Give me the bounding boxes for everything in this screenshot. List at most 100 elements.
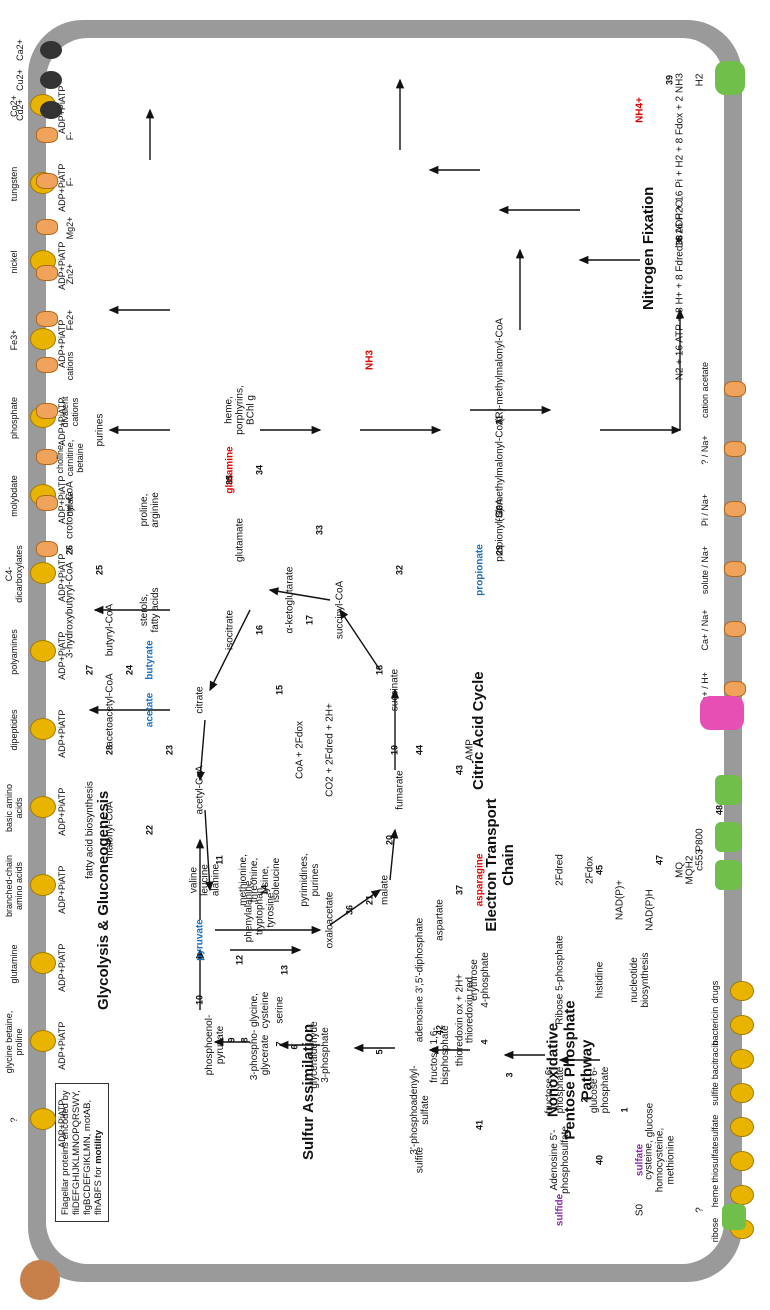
ion-channel <box>36 127 58 143</box>
rxn-17: 17 <box>304 614 315 626</box>
rxn-2: 2 <box>579 1097 590 1103</box>
transporter-substrate: tungsten <box>9 166 19 202</box>
rxn-10: 10 <box>194 994 205 1006</box>
atpase-ion: Cu2+ <box>15 69 25 91</box>
rxn-11: 11 <box>214 855 225 865</box>
m-gap: glyceraldehyde 3-phosphate <box>309 1021 331 1089</box>
l-nh3: NH3 <box>364 349 376 371</box>
transporter-substrate: Fe3+ <box>9 329 19 351</box>
abc-transporter <box>730 1185 754 1205</box>
m-malonylcoa: malonyl-CoA <box>104 801 116 859</box>
channel-label: Fe2+ <box>65 309 75 331</box>
rxn-18: 18 <box>374 664 385 676</box>
transporter-substrate: nickel <box>9 250 19 274</box>
rxn-28: 28 <box>104 744 115 756</box>
ion-channel <box>36 219 58 235</box>
transporter-atp: ATP <box>57 553 67 571</box>
m-glutamine: glutamine <box>224 446 236 494</box>
rxn-27: 27 <box>84 664 95 676</box>
flagellar-line4-bold: motility <box>93 1130 104 1164</box>
transporter-atp: ATP <box>57 1099 67 1117</box>
transporter-substrate: phosphate <box>9 396 19 440</box>
l-nadph: NAD(P)H <box>644 889 656 931</box>
hydrogenase <box>715 61 745 95</box>
transporter-atp: ATP <box>57 787 67 805</box>
m-propionate: propionate <box>474 544 486 596</box>
rxn-23: 23 <box>164 744 175 756</box>
atp-synthase <box>700 696 744 730</box>
abc-transporter <box>30 1030 56 1052</box>
m-r5p: Ribose 5-phosphate <box>554 935 566 1025</box>
p-type-atpase <box>40 71 62 89</box>
rxn-45: 45 <box>594 864 605 876</box>
title-nitrogen: Nitrogen Fixation <box>640 186 657 310</box>
title-etc: Electron Transport Chain <box>483 798 517 932</box>
flagellum <box>20 1260 60 1300</box>
m-malate: malate <box>379 874 391 906</box>
l-h2: H2 <box>694 73 706 87</box>
transporter-substrate: basic amino acids <box>4 783 24 833</box>
transporter-adp: ADP+Pi <box>57 570 67 602</box>
transporter-label: ? / Na+ <box>700 435 710 465</box>
l-fdred: 2Fdred <box>554 854 566 886</box>
transporter-adp: ADP+Pi <box>57 882 67 914</box>
rxn-31: 31 <box>494 414 505 426</box>
rxn-6: 6 <box>289 1044 300 1050</box>
etc-complex-47 <box>715 822 741 852</box>
rxn-3: 3 <box>504 1072 515 1078</box>
l-nucleotide: nucleotide biosynthesis <box>629 952 651 1008</box>
transporter-atp: ATP <box>57 241 67 259</box>
secondary-transporter <box>724 501 746 517</box>
channel-label: F- <box>65 177 75 187</box>
ion-channel <box>36 357 58 373</box>
l-purines: purines <box>94 413 106 447</box>
transporter-adp: ADP+Pi <box>57 1038 67 1070</box>
title-tca: Citric Acid Cycle <box>470 671 487 790</box>
m-isocitrate: isocitrate <box>224 609 236 651</box>
transporter-substrate: sulfite <box>710 1082 720 1106</box>
transporter-label: Pi / Na+ <box>700 493 710 527</box>
m-pyruvate: pyruvate <box>194 919 206 961</box>
ion-channel <box>36 173 58 189</box>
secondary-transporter <box>724 681 746 697</box>
transporter-substrate: heme <box>710 1184 720 1208</box>
channel-label: cations <box>65 351 75 381</box>
rxn-15: 15 <box>274 684 285 696</box>
m-rmmcoa: (R)-methylmalonyl-CoA <box>494 318 506 422</box>
abc-transporter <box>30 640 56 662</box>
l-mqh2: MQH2 <box>684 855 696 885</box>
l-c553: c553 <box>694 849 706 871</box>
rxn-33: 33 <box>314 524 325 536</box>
transporter-substrate: glutamine <box>9 944 19 984</box>
transporter-adp: ADP+Pi <box>57 960 67 992</box>
transporter-substrate: C4- dicarboxylates <box>4 545 24 603</box>
transporter-label: cation acetate <box>700 361 710 419</box>
transporter-adp: ADP+Pi <box>57 648 67 680</box>
l-cys: cysteine, homocysteine, methionine <box>643 1127 677 1193</box>
m-pep: phosphoenol- pyruvate <box>204 1014 226 1076</box>
l-nadp: NAD(P)+ <box>614 879 626 921</box>
rxn-9: 9 <box>226 1037 237 1043</box>
rxn-32: 32 <box>394 564 405 576</box>
m-succinylcoa: succinyl-CoA <box>334 580 346 640</box>
abc-transporter <box>730 1083 754 1103</box>
transporter-substrate: thiosulfate <box>710 1141 720 1183</box>
m-sulfide: sulfide <box>554 1193 566 1227</box>
secondary-transporter <box>724 381 746 397</box>
transporter-substrate: molybdate <box>9 475 19 517</box>
rxn-38: 38 <box>674 234 685 246</box>
ion-channel <box>36 265 58 281</box>
m-paps: 3'-phosphoadenylyl- sulfate <box>409 1065 431 1155</box>
flagellar-line2: fliDEFGHIJKLMNOPQRSWY, <box>71 1090 82 1215</box>
m-acetate: acetate <box>144 692 156 728</box>
rxn-42: 42 <box>434 1024 445 1036</box>
abc-transporter <box>730 1015 754 1035</box>
channel-label: citrate <box>65 491 75 517</box>
transporter-substrate: glycine betaine, proline <box>4 1010 24 1074</box>
m-aspartate: aspartate <box>434 899 446 941</box>
transporter-adp: ADP+Pi <box>57 726 67 758</box>
m-acetoacetylcoa: acetoacetyl-CoA <box>104 673 116 747</box>
